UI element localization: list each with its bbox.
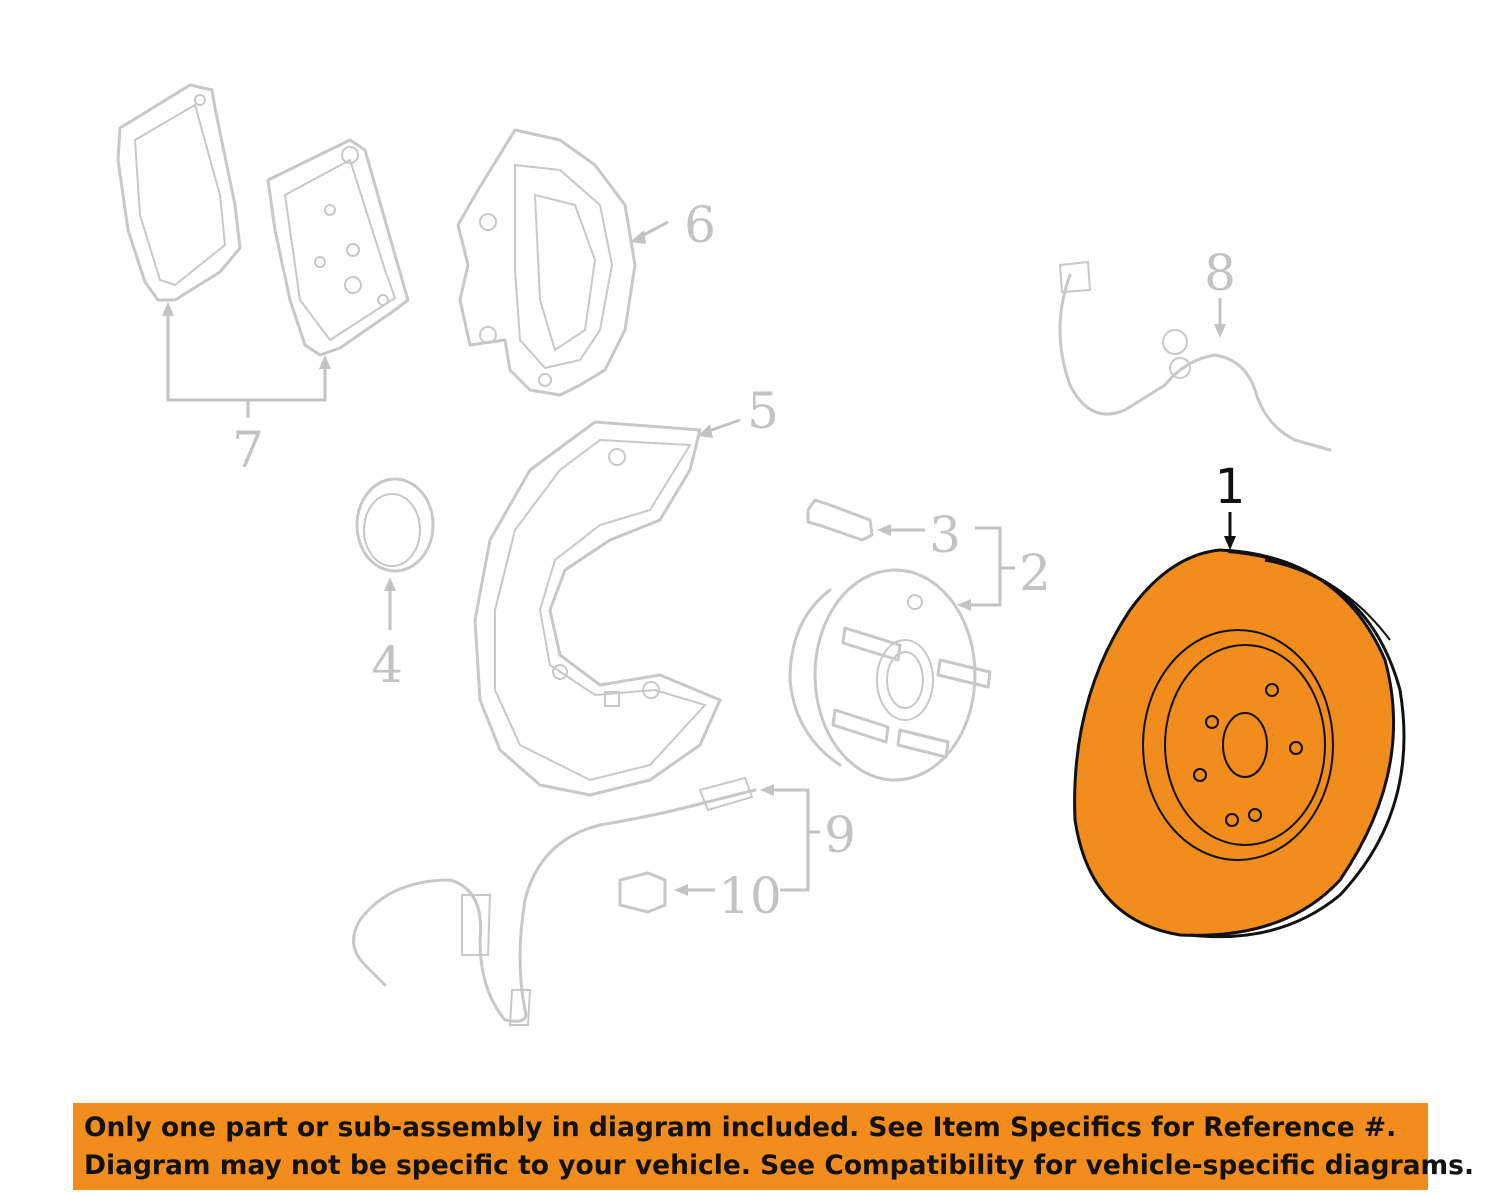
wear-sensor (352, 776, 820, 1026)
seal-ring (355, 477, 435, 630)
parts-diagram: 7 6 8 4 5 (116, 83, 1406, 1026)
disclaimer-line-2: Diagram may not be specific to your vehi… (84, 1150, 1475, 1181)
disclaimer-line-1: Only one part or sub-assembly in diagram… (84, 1112, 1397, 1143)
callout-9: 9 (824, 806, 856, 864)
brake-caliper (456, 128, 669, 397)
brake-pad-outer (116, 83, 242, 302)
callout-5: 5 (747, 382, 779, 440)
brake-pad-inner (266, 138, 410, 357)
brake-hose (1058, 260, 1332, 452)
callout-7: 7 (232, 421, 264, 479)
callout-10: 10 (718, 867, 782, 925)
callout-4: 4 (371, 636, 403, 694)
hub-bolt (806, 498, 925, 542)
hub-assembly (788, 526, 1015, 782)
callout-6: 6 (684, 196, 716, 254)
callout-2: 2 (1019, 544, 1051, 602)
brake-rotor (1073, 548, 1406, 939)
sensor-nut (618, 871, 810, 914)
rotor-leader (1224, 512, 1236, 550)
splash-shield (473, 418, 741, 797)
callout-8: 8 (1204, 244, 1236, 302)
brake-pads-leader (162, 302, 331, 418)
callout-3: 3 (929, 506, 961, 564)
callout-1: 1 (1215, 459, 1246, 515)
disclaimer-banner: Only one part or sub-assembly in diagram… (73, 1103, 1475, 1190)
